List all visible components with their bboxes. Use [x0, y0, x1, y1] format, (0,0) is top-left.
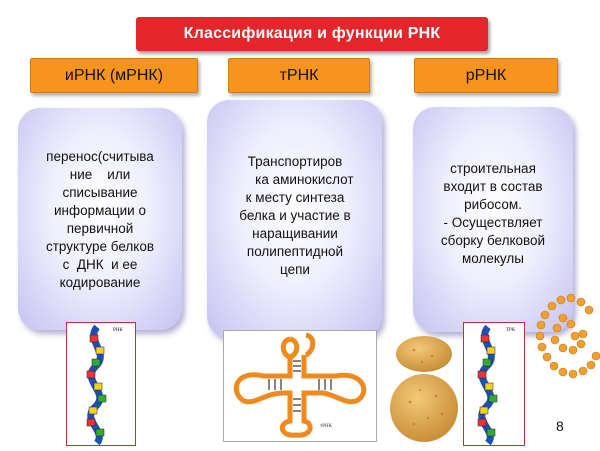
panel-rrna-text: строительная входит в состав рибосом. - …	[440, 161, 546, 266]
panel-trna	[207, 100, 382, 338]
mrna-strand-image-1: РНК	[66, 322, 136, 446]
mrna-label-2: ТРК	[506, 328, 516, 333]
title-banner: Классификация и функции РНК	[136, 17, 488, 51]
mrna-strand-image-2: ТРК	[463, 322, 525, 446]
ribosome-illustration	[390, 336, 458, 442]
trna-image: тРНК	[223, 330, 377, 442]
panel-mrna	[18, 108, 182, 330]
mrna-label-1: РНК	[113, 328, 123, 333]
ribosome-ring-illustration	[535, 293, 600, 379]
trna-label: тРНК	[320, 424, 333, 429]
header-mrna: иРНК (мРНК)	[30, 58, 198, 93]
panel-rrna	[413, 107, 573, 332]
trna-cloverleaf-illustration: тРНК	[233, 332, 367, 438]
header-rrna: рРНК	[414, 58, 558, 93]
mrna-strand-illustration-1: РНК	[86, 324, 123, 446]
page-number: 8	[556, 418, 564, 434]
panel-mrna-text: перенос(считыва ние или списывание инфор…	[45, 149, 155, 290]
header-trna: тРНК	[228, 58, 370, 93]
header-trna-label: тРНК	[279, 67, 319, 84]
mrna-strand-illustration-2: ТРК	[477, 324, 516, 446]
header-rrna-label: рРНК	[465, 67, 507, 84]
page-title: Классификация и функции РНК	[183, 25, 441, 42]
ribosome-image	[384, 334, 466, 446]
header-mrna-label: иРНК (мРНК)	[64, 67, 164, 84]
ribosome-ring-image	[533, 290, 600, 402]
panel-trna-text: Транспортиров ка аминокислот к месту син…	[239, 154, 354, 277]
